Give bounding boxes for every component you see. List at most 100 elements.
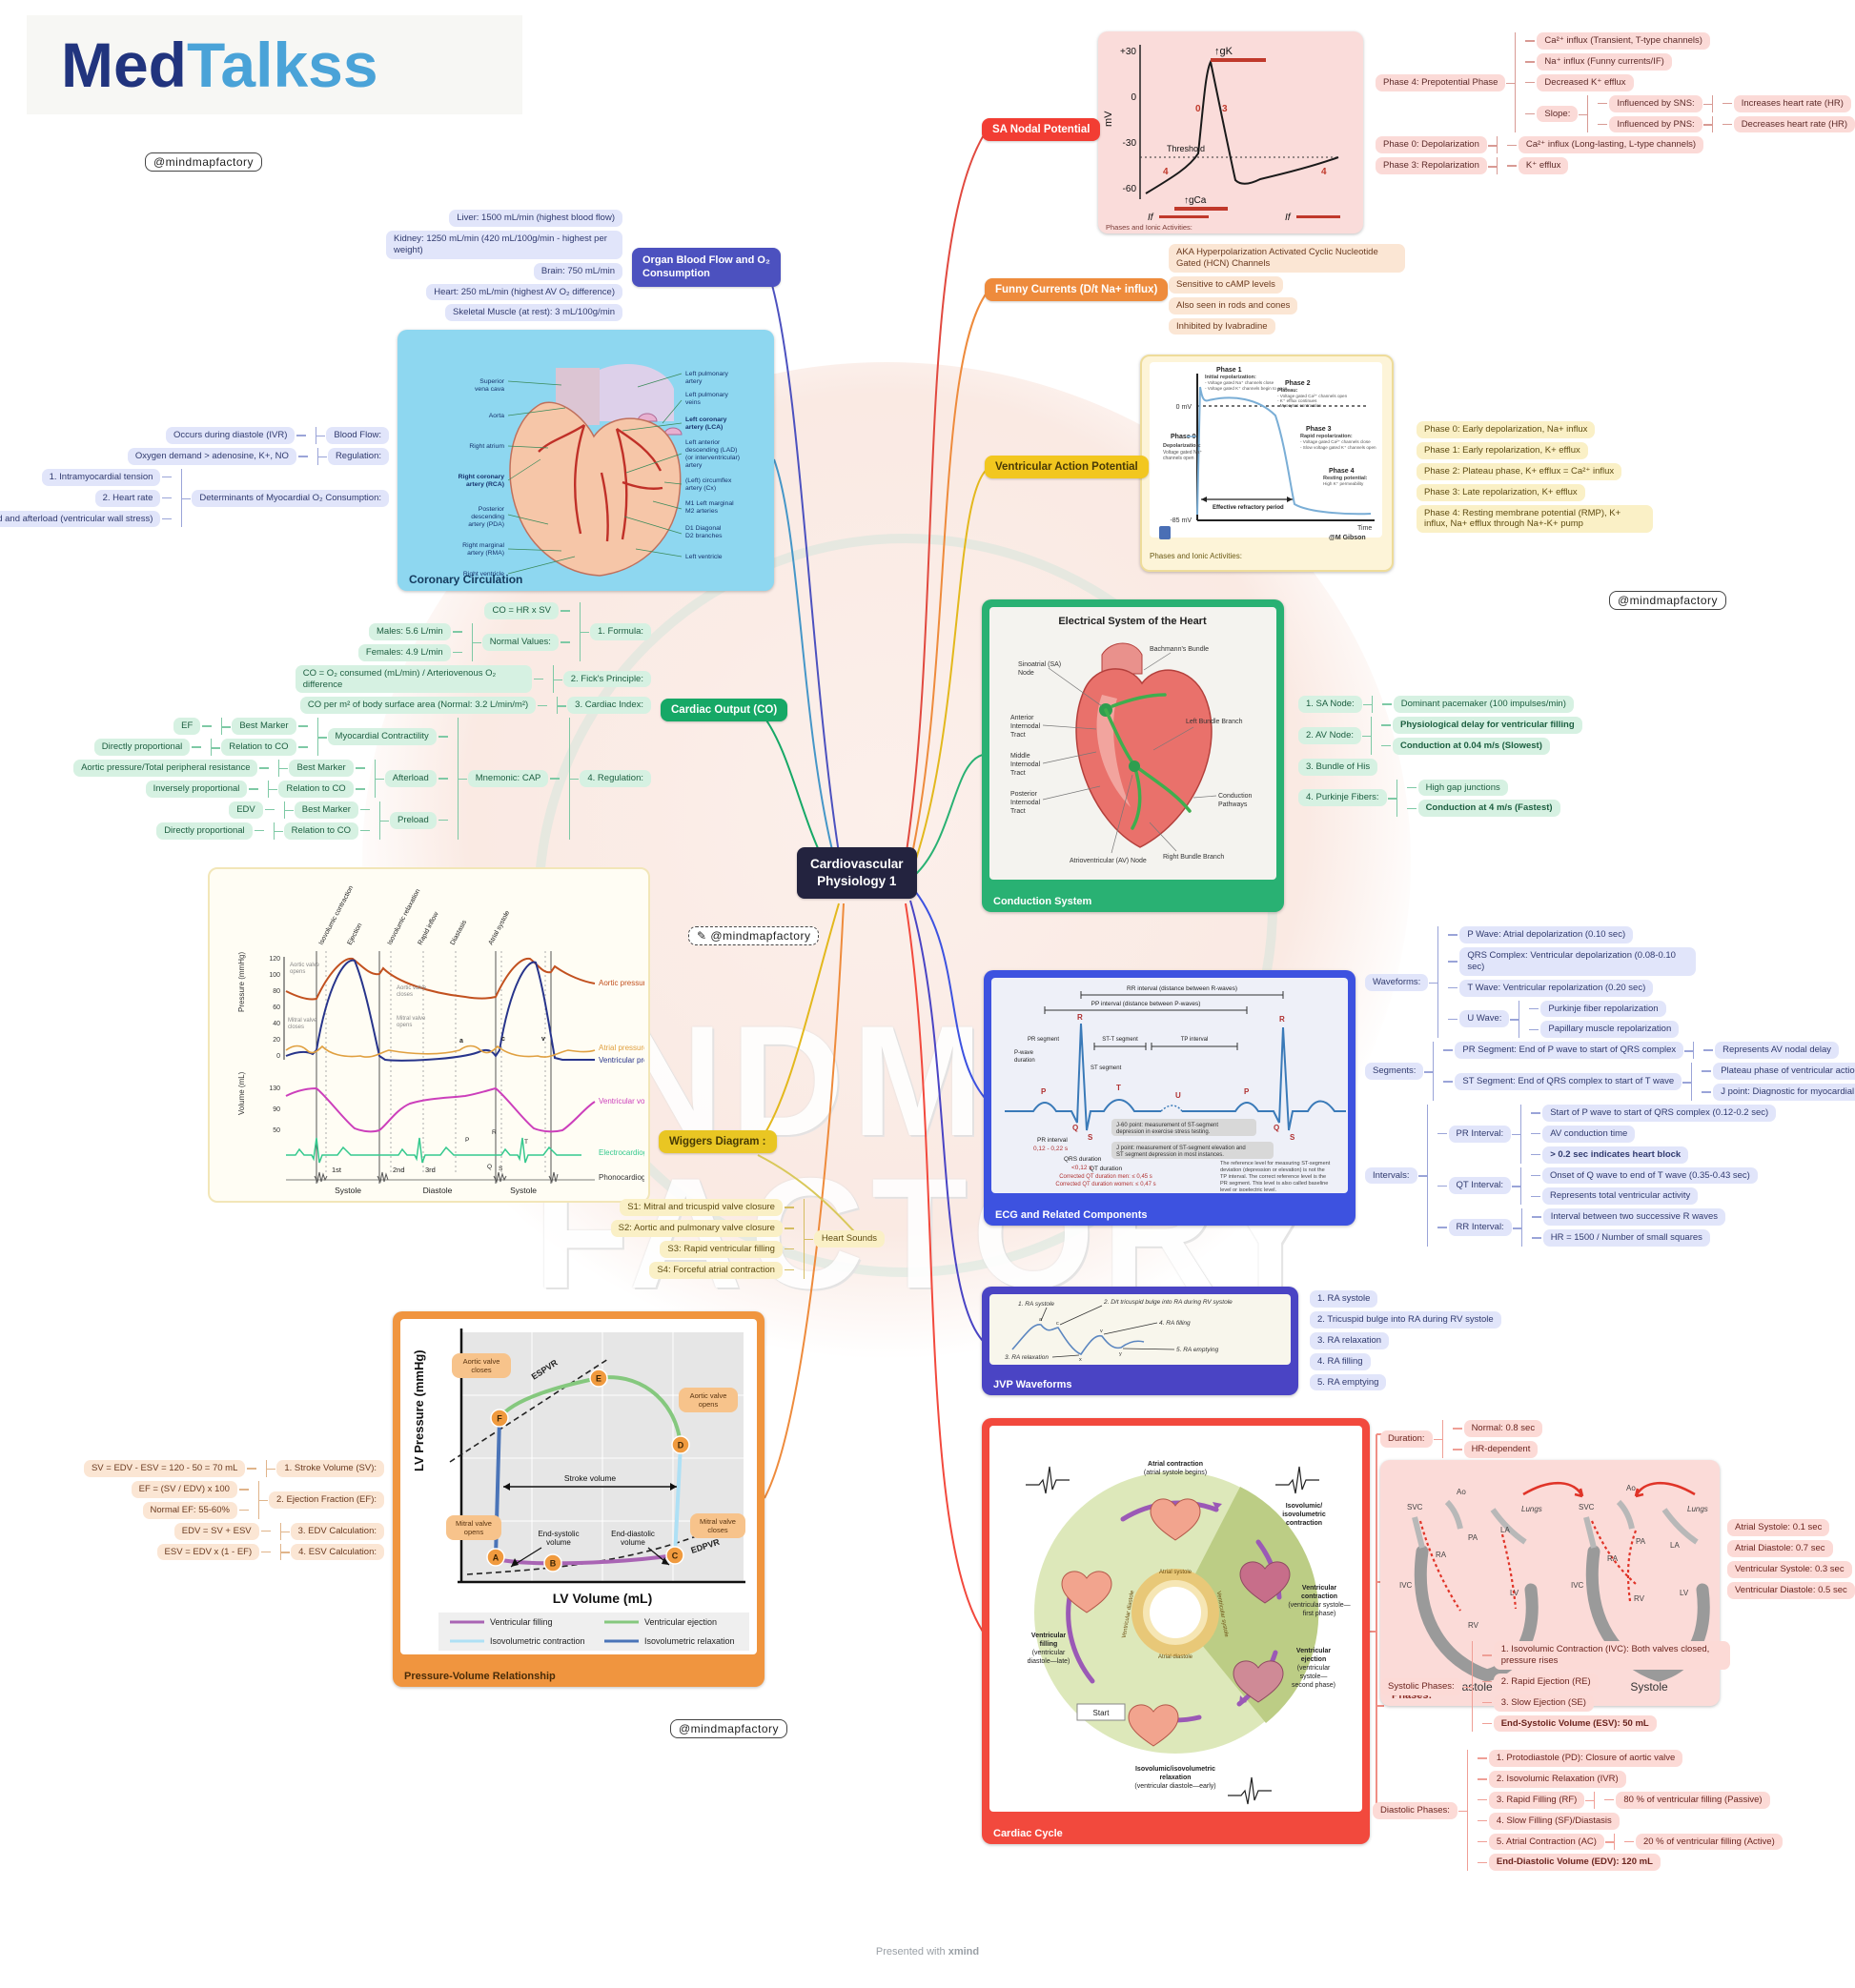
map-node[interactable]: EF <box>173 718 201 736</box>
map-node[interactable]: Brain: 750 mL/min <box>533 262 622 280</box>
map-node[interactable]: RR Interval: <box>1448 1219 1512 1237</box>
branch-sa-nodal[interactable]: SA Nodal Potential <box>982 118 1101 141</box>
map-node[interactable]: EDV <box>229 801 263 819</box>
branch-ventricular-ap[interactable]: Ventricular Action Potential <box>985 456 1149 478</box>
map-node[interactable]: Start of P wave to start of QRS complex … <box>1542 1104 1777 1122</box>
map-node[interactable]: > 0.2 sec indicates heart block <box>1542 1146 1689 1164</box>
map-node[interactable]: Phase 4: Resting membrane potential (RMP… <box>1417 504 1653 534</box>
map-node[interactable]: S3: Rapid ventricular filling <box>660 1240 783 1258</box>
map-node[interactable]: Relation to CO <box>283 822 358 840</box>
map-node[interactable]: 4. RA filling <box>1310 1352 1371 1370</box>
map-node[interactable]: Waveforms: <box>1365 973 1429 991</box>
map-node[interactable]: 4. ESV Calculation: <box>291 1543 384 1561</box>
map-node[interactable]: Afterload <box>384 769 437 787</box>
branch-cardiac-output[interactable]: Cardiac Output (CO) <box>661 699 788 721</box>
map-node[interactable]: 3. Bundle of His <box>1298 758 1378 776</box>
branch-funny-currents[interactable]: Funny Currents (D/t Na+ influx) <box>985 278 1169 301</box>
map-node[interactable]: Phase 4: Prepotential Phase <box>1376 73 1506 91</box>
map-node[interactable]: QRS Complex: Ventricular depolarization … <box>1459 946 1697 976</box>
map-node[interactable]: Ventricular Systole: 0.3 sec <box>1727 1560 1852 1578</box>
map-node[interactable]: 2. Ejection Fraction (EF): <box>268 1491 384 1509</box>
map-node[interactable]: Kidney: 1250 mL/min (420 mL/100g/min - h… <box>386 230 622 259</box>
xmind-brand[interactable]: xmind <box>948 1946 980 1958</box>
map-node[interactable]: Inhibited by Ivabradine <box>1169 317 1275 335</box>
map-node[interactable]: End-Systolic Volume (ESV): 50 mL <box>1493 1714 1657 1733</box>
map-node[interactable]: P Wave: Atrial depolarization (0.10 sec) <box>1459 926 1634 943</box>
map-node[interactable]: Males: 5.6 L/min <box>369 622 451 640</box>
map-node[interactable]: Phase 2: Plateau phase, K+ efflux = Ca²⁺… <box>1417 462 1622 480</box>
map-node[interactable]: Atrial Systole: 0.1 sec <box>1727 1519 1830 1536</box>
map-node[interactable]: Physiological delay for ventricular fill… <box>1393 716 1582 734</box>
map-node[interactable]: Relation to CO <box>278 780 354 798</box>
map-node[interactable]: End-Diastolic Volume (EDV): 120 mL <box>1488 1854 1661 1872</box>
map-node[interactable]: Purkinje fiber repolarization <box>1540 1000 1666 1018</box>
map-node[interactable]: Heart Sounds <box>813 1229 885 1248</box>
branch-wiggers[interactable]: Wiggers Diagram : <box>659 1130 777 1153</box>
map-node[interactable]: AV conduction time <box>1542 1125 1636 1143</box>
map-node[interactable]: Na⁺ influx (Funny currents/IF) <box>1537 52 1672 71</box>
map-node[interactable]: Mnemonic: CAP <box>467 769 549 787</box>
start-button[interactable]: Start <box>1076 1703 1126 1721</box>
map-node[interactable]: Myocardial Contractility <box>327 728 437 746</box>
map-node[interactable]: Relation to CO <box>221 739 296 756</box>
map-node[interactable]: Intervals: <box>1365 1166 1417 1185</box>
map-node[interactable]: Skeletal Muscle (at rest): 3 mL/100g/min <box>444 304 622 322</box>
map-node[interactable]: Phase 3: Repolarization <box>1376 157 1487 175</box>
map-node[interactable]: Phase 0: Early depolarization, Na+ influ… <box>1417 421 1596 438</box>
map-node[interactable]: S2: Aortic and pulmonary valve closure <box>610 1219 783 1237</box>
map-node[interactable]: EDV = SV + ESV <box>173 1522 259 1540</box>
map-node[interactable]: 2. AV Node: <box>1298 726 1361 744</box>
map-node[interactable]: 2. Isovolumic Relaxation (IVR) <box>1488 1770 1626 1788</box>
map-node[interactable]: 2. Fick's Principle: <box>562 670 651 688</box>
map-node[interactable]: Occurs during diastole (IVR) <box>166 427 296 444</box>
map-node[interactable]: Best Marker <box>294 801 358 819</box>
map-node[interactable]: Preload <box>389 811 437 829</box>
map-node[interactable]: Directly proportional <box>93 739 191 756</box>
map-node[interactable]: 4. Purkinje Fibers: <box>1298 789 1387 807</box>
map-node[interactable]: 1. Protodiastole (PD): Closure of aortic… <box>1488 1750 1683 1767</box>
map-node[interactable]: 4. Slow Filling (SF)/Diastasis <box>1488 1812 1620 1830</box>
map-node[interactable]: T Wave: Ventricular repolarization (0.20… <box>1459 979 1654 997</box>
map-node[interactable]: CO per m² of body surface area (Normal: … <box>299 697 537 715</box>
map-node[interactable]: Normal EF: 55-60% <box>142 1501 237 1519</box>
map-node[interactable]: Oxygen demand > adenosine, K+, NO <box>127 447 296 465</box>
map-node[interactable]: 3. EDV Calculation: <box>290 1522 384 1540</box>
map-node[interactable]: Best Marker <box>289 760 354 777</box>
map-node[interactable]: 4. Regulation: <box>580 769 651 787</box>
map-node[interactable]: Ventricular Diastole: 0.5 sec <box>1727 1581 1855 1599</box>
map-node[interactable]: Segments: <box>1365 1063 1424 1080</box>
map-node[interactable]: HR-dependent <box>1463 1440 1539 1458</box>
map-node[interactable]: 5. Atrial Contraction (AC) <box>1488 1833 1604 1851</box>
map-node[interactable]: Phase 0: Depolarization <box>1376 136 1487 154</box>
map-node[interactable]: 3. RA relaxation <box>1310 1331 1390 1349</box>
map-node[interactable]: EF = (SV / EDV) x 100 <box>131 1480 237 1498</box>
map-node[interactable]: S4: Forceful atrial contraction <box>649 1261 783 1279</box>
map-node[interactable]: 3. Preload and afterload (ventricular wa… <box>0 510 161 528</box>
map-node[interactable]: Determinants of Myocardial O₂ Consumptio… <box>192 489 389 507</box>
map-node[interactable]: ST Segment: End of QRS complex to start … <box>1455 1073 1682 1090</box>
map-node[interactable]: Ca²⁺ influx (Transient, T-type channels) <box>1537 32 1710 50</box>
map-node[interactable]: Also seen in rods and cones <box>1169 296 1298 314</box>
map-node[interactable]: Increases heart rate (HR) <box>1733 94 1851 112</box>
map-node[interactable]: ESV = EDV x (1 - EF) <box>156 1543 260 1561</box>
map-node[interactable]: 1. Isovolumic Contraction (IVC): Both va… <box>1493 1641 1730 1670</box>
map-node[interactable]: Phase 3: Late repolarization, K+ efflux <box>1417 483 1585 501</box>
map-node[interactable]: Systolic Phases: <box>1380 1677 1462 1695</box>
map-node[interactable]: 80 % of ventricular filling (Passive) <box>1616 1791 1770 1809</box>
map-node[interactable]: 1. Formula: <box>589 622 651 640</box>
map-node[interactable]: Slope: <box>1537 105 1579 123</box>
map-node[interactable]: 3. Cardiac Index: <box>567 697 651 715</box>
map-node[interactable]: Decreased K⁺ efflux <box>1537 73 1634 91</box>
map-node[interactable]: Decreases heart rate (HR) <box>1733 115 1855 133</box>
map-node[interactable]: 1. RA systole <box>1310 1290 1378 1308</box>
map-node[interactable]: Females: 4.9 L/min <box>357 643 451 661</box>
map-node[interactable]: J point: Diagnostic for myocardial infar… <box>1713 1084 1855 1101</box>
map-node[interactable]: AKA Hyperpolarization Activated Cyclic N… <box>1169 244 1405 273</box>
map-node[interactable]: Regulation: <box>327 447 389 465</box>
map-node[interactable]: 3. Rapid Filling (RF) <box>1488 1791 1585 1809</box>
map-node[interactable]: Diastolic Phases: <box>1373 1801 1458 1819</box>
map-node[interactable]: Duration: <box>1380 1430 1433 1448</box>
map-node[interactable]: Represents total ventricular activity <box>1542 1187 1699 1206</box>
